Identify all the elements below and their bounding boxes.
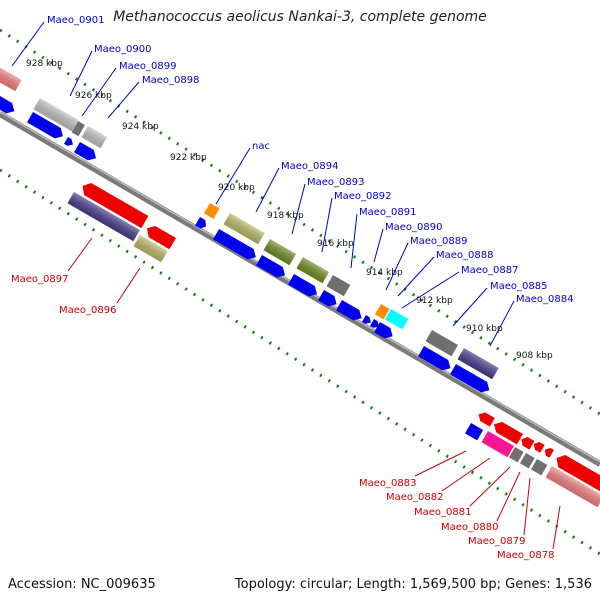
gene-label-nac: nac <box>252 141 270 152</box>
gene-arrow-red <box>147 226 176 250</box>
tick-label-916: 916 kbp <box>317 239 354 249</box>
gene-label-maeo-0880: Maeo_0880 <box>441 522 498 533</box>
gene-label-maeo-0879: Maeo_0879 <box>468 536 525 547</box>
gene-label-maeo-0892: Maeo_0892 <box>334 191 391 202</box>
gene-label-maeo-0896: Maeo_0896 <box>59 305 116 316</box>
gene-arrow-blue <box>450 364 490 393</box>
gene-label-maeo-0878: Maeo_0878 <box>497 550 554 561</box>
gene-arrow-red <box>544 448 554 458</box>
gene-label-maeo-0901: Maeo_0901 <box>47 15 104 26</box>
gene-arrow-red <box>556 455 600 495</box>
gene-arrow-red <box>533 442 545 453</box>
tick-label-920: 920 kbp <box>218 183 255 193</box>
gene-label-maeo-0884: Maeo_0884 <box>516 294 573 305</box>
gene-arrow-red <box>478 412 495 427</box>
gene-arrow-red <box>82 183 149 229</box>
gene-feature-gray-3 <box>425 330 458 357</box>
gene-arrow-blue <box>74 142 97 161</box>
gene-label-maeo-0881: Maeo_0881 <box>414 507 471 518</box>
gene-arrow-red <box>494 422 523 445</box>
gene-arrow-blue <box>318 290 337 307</box>
tick-label-912: 912 kbp <box>416 296 453 306</box>
gene-feature-orange <box>204 203 220 219</box>
gene-arrow-blue <box>374 322 393 339</box>
gene-feature-gray <box>71 120 85 137</box>
tick-label-908: 908 kbp <box>516 351 553 361</box>
gene-label-maeo-0898: Maeo_0898 <box>142 75 199 86</box>
gene-feature-gray-rev <box>509 447 524 463</box>
tick-label-926: 926 kbp <box>75 91 112 101</box>
gene-label-maeo-0885: Maeo_0885 <box>490 281 547 292</box>
inner-tick-ring <box>0 168 600 556</box>
gene-feature-gray-rev-3 <box>531 459 548 476</box>
forward-gene-labels: Maeo_0901 Maeo_0900 Maeo_0899 Maeo_0898 … <box>11 15 573 347</box>
gene-feature-gray-rev-2 <box>520 453 535 469</box>
gene-feature-gray-2 <box>326 275 351 297</box>
tick-label-924: 924 kbp <box>122 122 159 132</box>
gene-arrow-blue <box>370 319 379 328</box>
gene-feature-orange-2 <box>375 304 390 320</box>
gene-label-maeo-0900: Maeo_0900 <box>94 44 151 55</box>
accession-text: Accession: NC_009635 <box>8 577 156 592</box>
gene-arrow-blue <box>362 315 371 324</box>
genome-summary-text: Topology: circular; Length: 1,569,500 bp… <box>234 577 592 592</box>
gene-arrow-blue <box>256 255 285 278</box>
gene-label-maeo-0889: Maeo_0889 <box>410 236 467 247</box>
gene-arrow-red <box>521 437 535 450</box>
gene-label-maeo-0894: Maeo_0894 <box>281 161 338 172</box>
gene-arrow-blue <box>195 217 207 229</box>
gene-arrow-blue <box>465 423 484 441</box>
reverse-gene-labels: Maeo_0897 Maeo_0896 Maeo_0883 Maeo_0882 … <box>11 237 561 561</box>
gene-label-maeo-0899: Maeo_0899 <box>119 61 176 72</box>
gene-label-maeo-0890: Maeo_0890 <box>385 222 442 233</box>
gene-label-maeo-0887: Maeo_0887 <box>461 265 518 276</box>
tick-label-918: 918 kbp <box>267 211 304 221</box>
gene-label-maeo-0893: Maeo_0893 <box>307 177 364 188</box>
gene-label-maeo-0883: Maeo_0883 <box>359 478 416 489</box>
gene-label-maeo-0897: Maeo_0897 <box>11 274 68 285</box>
gene-arrow-blue <box>288 274 317 297</box>
tick-label-910: 910 kbp <box>466 324 503 334</box>
gene-feature-pink <box>481 431 514 458</box>
gene-arrow-blue <box>418 346 451 371</box>
gene-arrow-blue <box>213 229 256 260</box>
gene-features <box>0 64 600 508</box>
gene-label-maeo-0882: Maeo_0882 <box>386 492 443 503</box>
gene-label-maeo-0888: Maeo_0888 <box>436 250 493 261</box>
outer-tick-ring <box>0 28 600 416</box>
gene-arrow-blue <box>27 112 63 139</box>
genome-title: Methanococcus aeolicus Nankai-3, complet… <box>113 9 487 25</box>
gene-arrow-blue <box>0 96 15 114</box>
gene-label-maeo-0891: Maeo_0891 <box>359 207 416 218</box>
scale-labels: 928 kbp 926 kbp 924 kbp 922 kbp 920 kbp … <box>26 59 553 361</box>
tick-label-914: 914 kbp <box>366 268 403 278</box>
tick-label-922: 922 kbp <box>170 153 207 163</box>
gene-arrow-blue <box>336 300 362 321</box>
tick-label-928: 928 kbp <box>26 59 63 69</box>
gene-feature-cyan <box>385 309 409 330</box>
gene-arrow-blue <box>64 137 73 146</box>
